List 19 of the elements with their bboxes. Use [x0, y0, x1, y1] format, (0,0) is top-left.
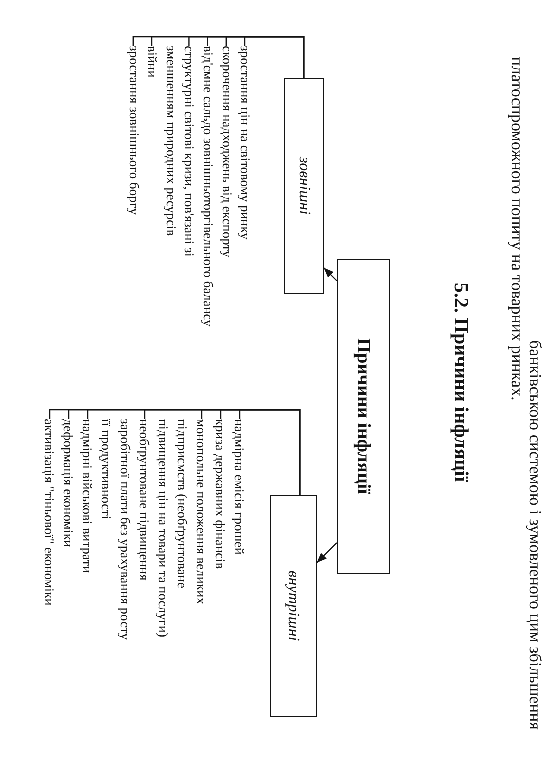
arrow	[324, 268, 338, 282]
body-text: платоспроможного попиту на товарних ринках.	[508, 57, 526, 401]
cause-text: скорочення надходжень від експорту	[217, 46, 236, 258]
cause-text: зростання зовнішнього боргу	[124, 46, 143, 216]
cause-text: активізація "тіньової" економіки	[40, 419, 60, 606]
main-box: Причини інфляції	[337, 259, 390, 574]
cause-text: війни	[142, 46, 162, 78]
cause-text: надмірна емісія грошей	[230, 419, 250, 555]
cause-text: монопольне положення великих підприємств (необґрунтоване підвищення цін на товари та послуги)	[154, 419, 212, 638]
body-text: банківською системою і зумовленого цим збільшення	[526, 340, 544, 730]
category-box: зовнішні	[284, 78, 324, 294]
section-heading: 5.2. Причини інфляції	[449, 283, 472, 482]
cause-text: зростання цін на світовому ринку	[236, 46, 254, 240]
cause-text: надмірні військові витрати	[78, 419, 98, 574]
cause-text: криза державних фінансів	[212, 419, 230, 570]
arrow	[316, 542, 338, 564]
category-box: внутрішні	[270, 495, 317, 717]
cause-text: деформація економіки	[60, 419, 78, 548]
cause-text: від'ємне сальдо зовнішньоторгівельного балансу	[198, 46, 218, 327]
